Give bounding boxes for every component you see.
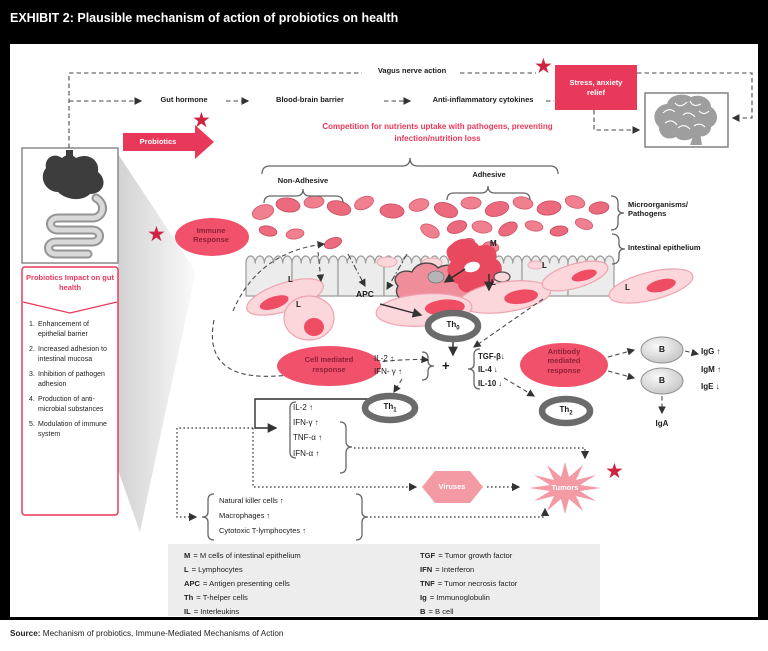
th0-label: Th0 bbox=[446, 320, 460, 332]
legend-entry: Th= T-helper cells bbox=[184, 593, 248, 602]
list-item: 4.Production of anti-microbial substance… bbox=[29, 396, 104, 413]
exhibit-title: EXHIBIT 2: Plausible mechanism of action… bbox=[10, 11, 399, 25]
lymphocyte-label: L bbox=[296, 300, 301, 309]
b-cell-label: B bbox=[658, 344, 666, 354]
impact-box-title: Probiotics Impact on gut health bbox=[26, 273, 114, 292]
iga-label: IgA bbox=[655, 419, 669, 428]
microorganisms-pathogens-label: Microorganisms/ Pathogens bbox=[628, 200, 689, 219]
non-adhesive-label: Non-Adhesive bbox=[277, 176, 329, 185]
gut-hormone-label: Gut hormone bbox=[160, 95, 208, 104]
source-strip bbox=[0, 620, 768, 651]
blood-brain-barrier-label: Blood-brain barrier bbox=[276, 95, 344, 104]
effector-cell-list: Natural killer cells ↑Macrophages ↑ Cyto… bbox=[219, 496, 306, 535]
plus-sign: + bbox=[442, 358, 450, 373]
legend-right-column: TGF= Tumor growth factor IFN= Interferon… bbox=[420, 551, 595, 621]
list-item: 5.Modulation of immune system bbox=[29, 421, 107, 438]
lymphocyte-label: L bbox=[625, 283, 630, 292]
star-icon: ★ bbox=[192, 109, 211, 132]
legend-entry: IFN= Interferon bbox=[420, 565, 475, 574]
ige-label: IgE ↓ bbox=[701, 382, 720, 391]
legend-entry: TNF= Tumor necrosis factor bbox=[420, 579, 518, 588]
vagus-nerve-label: Vagus nerve action bbox=[377, 66, 447, 75]
legend-entry: M= M cells of intestinal epithelium bbox=[184, 551, 301, 560]
apc-label: APC bbox=[356, 289, 374, 299]
lymphocyte-label: L bbox=[491, 278, 496, 287]
igm-label: IgM ↑ bbox=[701, 365, 721, 374]
star-icon: ★ bbox=[605, 460, 624, 483]
cell-mediated-oval-label: Cell mediated response bbox=[304, 355, 354, 374]
immune-response-oval-label: Immune Response bbox=[193, 226, 229, 245]
antibody-mediated-oval-label: Antibody mediated response bbox=[547, 347, 581, 375]
probiotics-arrow-label: Probiotics bbox=[139, 137, 177, 146]
viruses-label: Viruses bbox=[438, 482, 466, 491]
th2-label: Th2 bbox=[559, 405, 573, 417]
lymphocyte-label: L bbox=[288, 275, 293, 284]
m-cell-label: M bbox=[490, 239, 497, 248]
list-item: 3.Inhibition of pathogen adhesion bbox=[29, 371, 105, 388]
star-icon: ★ bbox=[147, 223, 166, 246]
lymphocyte-label: L bbox=[542, 261, 547, 270]
legend-left-column: M= M cells of intestinal epithelium L= L… bbox=[184, 551, 414, 621]
list-item: 2.Increased adhesion to intestinal mucos… bbox=[29, 346, 107, 363]
tumors-label: Tumors bbox=[551, 483, 579, 492]
source-note: Source: Mechanism of probiotics, Immune-… bbox=[10, 629, 284, 638]
legend-entry: TGF= Tumor growth factor bbox=[420, 551, 513, 560]
legend-box bbox=[168, 544, 600, 616]
legend-entry: B= B cell bbox=[420, 607, 454, 616]
competition-note: Competition for nutrients uptake with pa… bbox=[322, 122, 553, 144]
effector-cytokine-list: IL-2 ↑IFN-γ ↑ TNF-α ↑IFN-α ↑ bbox=[293, 403, 323, 458]
th2-cytokine-list: TGF-β↓IL-4 ↓IL-10 ↓ bbox=[478, 352, 505, 388]
legend-entry: Ig= Immunoglobulin bbox=[420, 593, 490, 602]
impact-box-list: 1.Enhancement of epithelial barrier 2.In… bbox=[29, 320, 117, 445]
anti-inflammatory-cytokines-label: Anti-inflammatory cytokines bbox=[432, 95, 534, 104]
legend-entry: IL= Interleukins bbox=[184, 607, 240, 616]
stress-anxiety-relief-box: Stress, anxiety relief bbox=[569, 78, 623, 97]
b-cell-label: B bbox=[658, 375, 666, 385]
list-item: 1.Enhancement of epithelial barrier bbox=[29, 321, 89, 338]
star-icon: ★ bbox=[534, 55, 553, 78]
igg-label: IgG ↑ bbox=[701, 347, 721, 356]
legend-entry: APC= Antigen presenting cells bbox=[184, 579, 290, 588]
legend-entry: L= Lymphocytes bbox=[184, 565, 243, 574]
th1-cytokine-list: IL-2 ↑IFN- γ ↑ bbox=[374, 354, 402, 376]
adhesive-label: Adhesive bbox=[472, 170, 506, 179]
intestinal-epithelium-label: Intestinal epithelium bbox=[628, 243, 701, 252]
th1-label: Th1 bbox=[383, 402, 397, 414]
